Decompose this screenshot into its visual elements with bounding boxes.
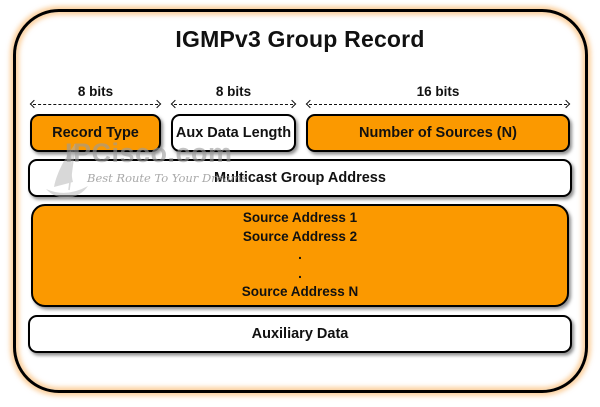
field-source-addresses: Source Address 1 Source Address 2 . . So…: [31, 204, 569, 307]
field-row-header: Record Type Aux Data Length Number of So…: [30, 114, 570, 152]
dashed-line: [309, 103, 567, 105]
ellipsis-dot: .: [298, 265, 302, 281]
bit-span-label: 8 bits: [215, 84, 252, 99]
field-aux-data-length: Aux Data Length: [171, 114, 296, 152]
source-address-line: Source Address N: [241, 284, 359, 300]
bit-span-record-type: 8 bits: [29, 84, 162, 109]
double-arrow-icon: [170, 99, 297, 109]
arrowhead-right-icon: [152, 99, 162, 109]
ellipsis-dot: .: [298, 247, 302, 263]
arrowhead-right-icon: [287, 99, 297, 109]
diagram-body: 8 bits 8 bits 16 bits: [28, 84, 572, 360]
bit-span-aux-data-length: 8 bits: [170, 84, 297, 109]
double-arrow-icon: [305, 99, 571, 109]
bit-span-label: 8 bits: [77, 84, 114, 99]
dashed-line: [174, 103, 293, 105]
source-address-line: Source Address 1: [242, 210, 358, 226]
source-address-line: Source Address 2: [242, 228, 358, 244]
field-number-of-sources: Number of Sources (N): [306, 114, 570, 152]
arrowhead-left-icon: [305, 99, 315, 109]
field-record-type: Record Type: [30, 114, 161, 152]
diagram-title: IGMPv3 Group Record: [175, 26, 425, 52]
arrowhead-left-icon: [29, 99, 39, 109]
bit-spans-row: 8 bits 8 bits 16 bits: [29, 84, 571, 109]
arrowhead-left-icon: [170, 99, 180, 109]
double-arrow-icon: [29, 99, 162, 109]
bit-span-number-of-sources: 16 bits: [305, 84, 571, 109]
arrowhead-right-icon: [561, 99, 571, 109]
dashed-line: [33, 103, 158, 105]
bit-span-label: 16 bits: [416, 84, 460, 99]
field-auxiliary-data: Auxiliary Data: [28, 315, 572, 353]
field-multicast-group-address: Multicast Group Address: [28, 159, 572, 197]
